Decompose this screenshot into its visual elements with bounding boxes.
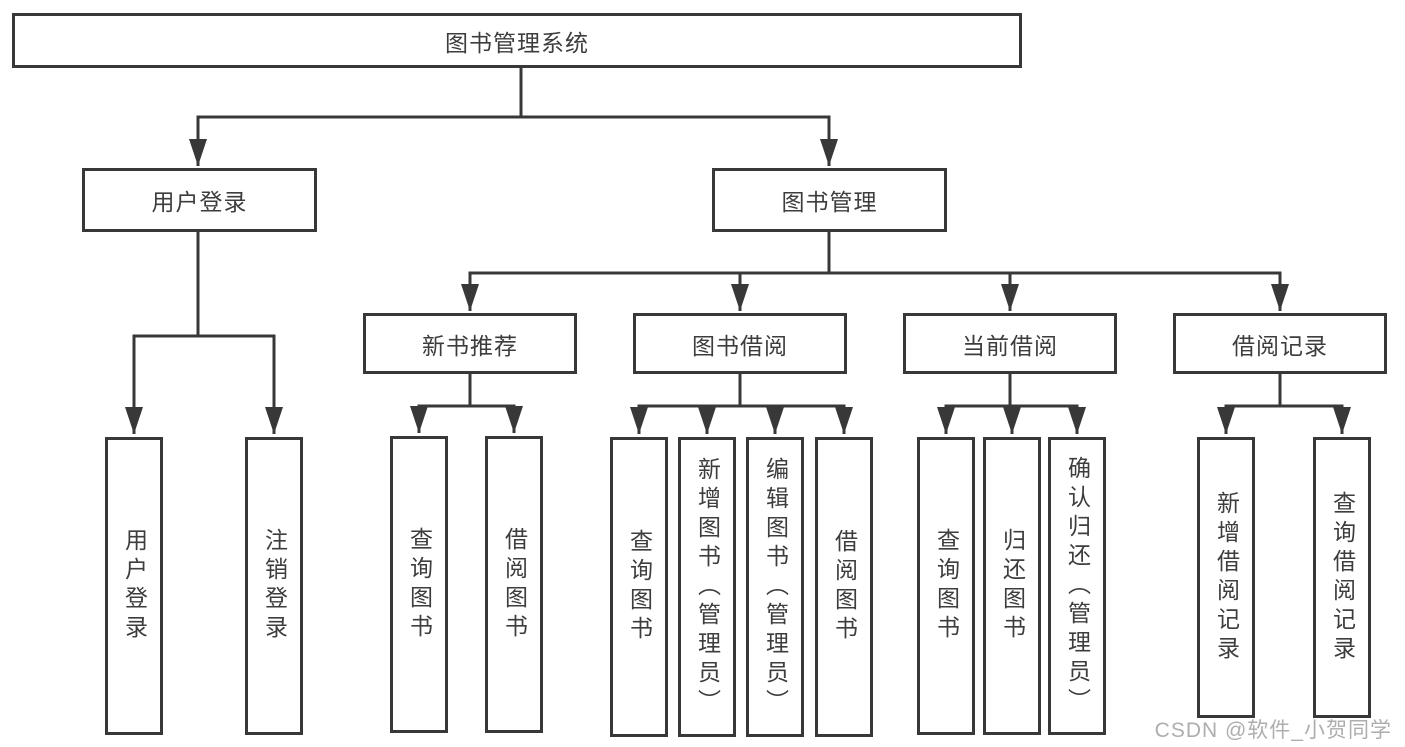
node-edit-book-admin: 编辑图书（管理员） [746, 437, 804, 737]
node-library-system: 图书管理系统 [12, 13, 1022, 68]
csdn-watermark: CSDN @软件_小贺同学 [1154, 719, 1392, 742]
node-book-management: 图书管理 [712, 168, 947, 232]
node-user-login: 用户登录 [82, 168, 317, 232]
node-logout: 注销登录 [245, 437, 303, 735]
node-query-books-recommend: 查询图书 [390, 436, 448, 733]
node-query-books-current: 查询图书 [917, 437, 975, 735]
node-borrow-books-borrowing: 借阅图书 [815, 437, 873, 737]
node-user-login-leaf: 用户登录 [105, 437, 163, 735]
node-confirm-return-admin: 确认归还（管理员） [1048, 437, 1106, 735]
node-book-borrowing: 图书借阅 [633, 313, 847, 374]
node-current-borrowing: 当前借阅 [903, 313, 1117, 374]
node-return-books: 归还图书 [983, 437, 1041, 735]
node-borrow-books-recommend: 借阅图书 [485, 436, 543, 733]
node-new-book-recommendation: 新书推荐 [363, 313, 577, 374]
node-query-borrowing-record: 查询借阅记录 [1313, 437, 1371, 718]
node-add-borrowing-record: 新增借阅记录 [1197, 437, 1255, 718]
node-query-books-borrowing: 查询图书 [610, 437, 668, 737]
node-borrowing-records: 借阅记录 [1173, 313, 1387, 374]
node-add-book-admin: 新增图书（管理员） [678, 437, 736, 737]
